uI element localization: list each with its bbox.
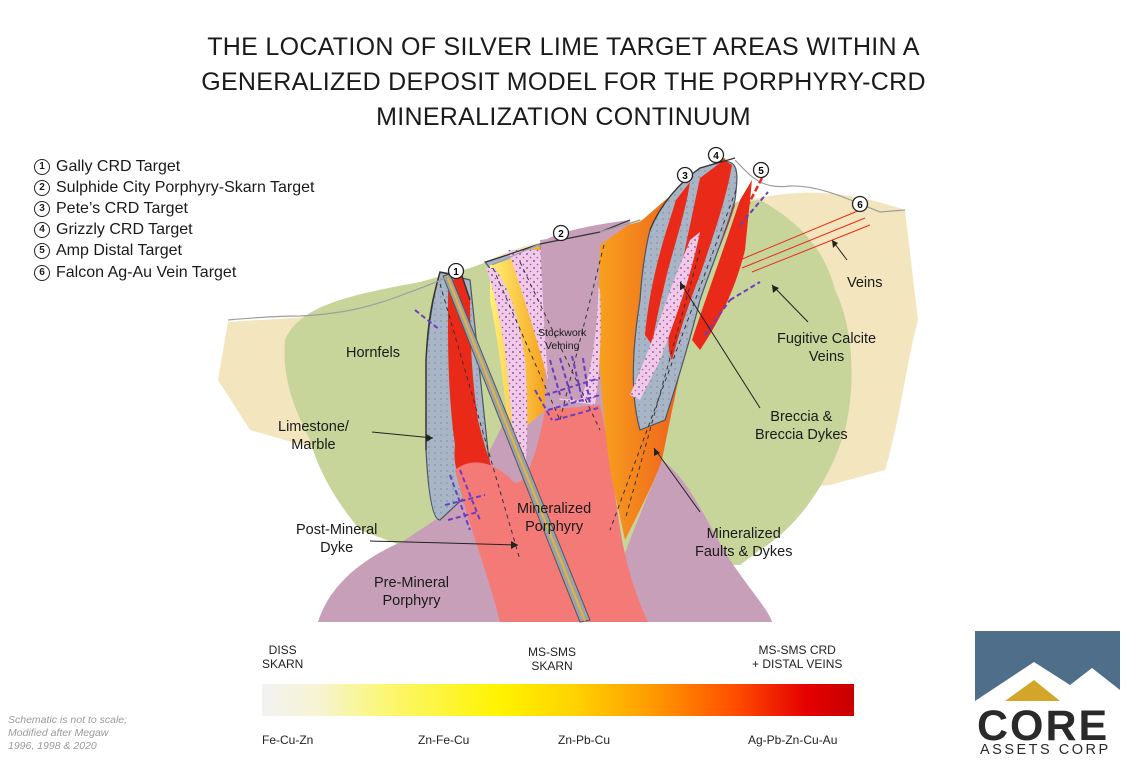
label-mineralized-faults-dykes: Mineralized Faults & Dykes — [695, 526, 793, 560]
skarn-gally — [448, 276, 500, 506]
target-legend: 1 Gally CRD Target 2 Sulphide City Porphyr… — [34, 156, 315, 283]
diagram-title: THE LOCATION OF SILVER LIME TARGET AREAS… — [0, 30, 1127, 135]
legend-item: 4 Grizzly CRD Target — [34, 220, 315, 241]
distal-veins — [734, 209, 871, 273]
legend-item: 2 Sulphide City Porphyry-Skarn Target — [34, 177, 315, 198]
metal-label: Fe-Cu-Zn — [262, 733, 314, 747]
amp-distal-vein — [728, 177, 764, 241]
legend-label: Amp Distal Target — [56, 242, 182, 260]
zone-label-ms-sms-crd: MS-SMS CRD + DISTAL VEINS — [752, 643, 843, 671]
legend-number: 3 — [34, 200, 50, 217]
legend-item: 5 Amp Distal Target — [34, 241, 315, 262]
marker-label: 3 — [682, 171, 688, 182]
topographic-surface — [227, 159, 906, 321]
label-breccia-dykes: Breccia & Breccia Dykes — [755, 409, 848, 443]
marker-label: 4 — [713, 151, 719, 162]
legend-label: Falcon Ag-Au Vein Target — [56, 263, 237, 281]
label-stockwork-veining: Stockwork Veining — [538, 327, 587, 352]
target-marker-2: 2 — [552, 224, 570, 242]
label-mineralized-porphyry: Mineralized Porphyry — [517, 501, 592, 535]
label-limestone-marble: Limestone/ Marble — [278, 419, 349, 453]
metal-label: Zn-Fe-Cu — [418, 733, 470, 747]
scale-note: Schematic is not to scale; Modified afte… — [8, 714, 128, 752]
fault-lines — [439, 189, 737, 561]
legend-item: 6 Falcon Ag-Au Vein Target — [34, 262, 315, 283]
label-pre-mineral-porphyry: Pre-Mineral Porphyry — [374, 575, 449, 609]
legend-item: 3 Pete’s CRD Target — [34, 198, 315, 219]
logo-wordmark: CORE — [977, 702, 1110, 750]
mineralized-porphyry — [455, 405, 648, 622]
zonation-gradient-bar — [262, 684, 854, 716]
title-line-1: THE LOCATION OF SILVER LIME TARGET AREAS… — [207, 33, 920, 61]
label-veins: Veins — [847, 275, 883, 291]
callout-arrows — [369, 239, 848, 546]
target-marker-6: 6 — [851, 195, 869, 213]
target-marker-3: 3 — [676, 166, 694, 184]
marker-label: 2 — [558, 229, 564, 240]
core-assets-logo-mark — [975, 631, 1120, 701]
label-fugitive-calcite-veins: Fugitive Calcite Veins — [777, 331, 877, 365]
legend-number: 4 — [34, 222, 50, 239]
target-marker-4: 4 — [707, 146, 725, 164]
target-marker-5: 5 — [752, 161, 770, 179]
marker-label: 6 — [857, 200, 863, 211]
legend-item: 1 Gally CRD Target — [34, 156, 315, 177]
label-post-mineral-dyke: Post-Mineral Dyke — [296, 522, 378, 556]
label-hornfels: Hornfels — [346, 345, 400, 361]
legend-number: 5 — [34, 243, 50, 260]
legend-label: Sulphide City Porphyry-Skarn Target — [56, 178, 315, 196]
legend-label: Grizzly CRD Target — [56, 221, 193, 239]
title-line-3: MINERALIZATION CONTINUUM — [376, 103, 751, 131]
legend-number: 1 — [34, 158, 50, 175]
legend-number: 2 — [34, 179, 50, 196]
logo-subtitle: ASSETS CORP — [980, 742, 1111, 758]
legend-label: Pete’s CRD Target — [56, 199, 188, 217]
legend-label: Gally CRD Target — [56, 157, 181, 175]
stockwork-veins — [414, 191, 769, 531]
marker-label: 5 — [758, 166, 764, 177]
marker-label: 1 — [453, 267, 459, 278]
legend-number: 6 — [34, 264, 50, 281]
zone-label-diss-skarn: DISS SKARN — [262, 643, 304, 671]
title-line-2: GENERALIZED DEPOSIT MODEL FOR THE PORPHY… — [201, 68, 926, 96]
zone-label-ms-sms-skarn: MS-SMS SKARN — [528, 645, 576, 673]
metal-label: Ag-Pb-Zn-Cu-Au — [748, 733, 838, 747]
metal-label: Zn-Pb-Cu — [558, 733, 611, 747]
skarn-grizzly — [668, 160, 732, 360]
target-marker-1: 1 — [447, 262, 465, 280]
